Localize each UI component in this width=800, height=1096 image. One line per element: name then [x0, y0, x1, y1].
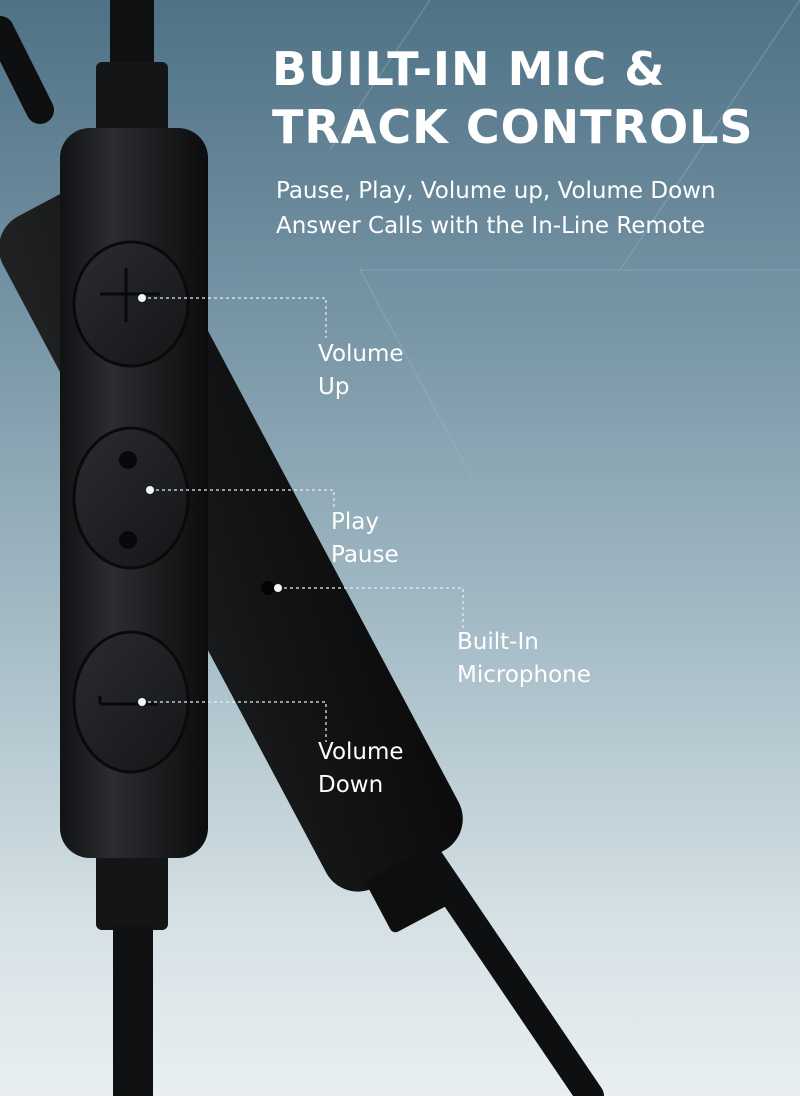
subtitle-line-2: Answer Calls with the In-Line Remote	[276, 213, 706, 239]
plus-icon	[100, 268, 160, 322]
callout-volume-up-line-1: Volume	[318, 341, 404, 367]
callout-lines	[142, 297, 464, 742]
minus-icon	[98, 696, 158, 706]
dot-icon	[119, 531, 137, 549]
headline-line-1: BUILT-IN MIC &	[272, 42, 666, 96]
front-collar-top	[96, 62, 168, 137]
callout-microphone-line-1: Built-In	[457, 629, 539, 655]
front-collar-bottom	[96, 850, 168, 930]
callout-volume-up: Volume Up	[318, 338, 404, 404]
volume-down-button	[72, 630, 190, 774]
headline: BUILT-IN MIC & TRACK CONTROLS	[272, 40, 754, 156]
dot-icon	[119, 451, 137, 469]
subtitle-line-1: Pause, Play, Volume up, Volume Down	[276, 178, 716, 204]
callout-play-pause-line-1: Play	[331, 509, 379, 535]
front-cable-bottom	[113, 925, 153, 1096]
callout-play-pause: Play Pause	[331, 506, 399, 572]
play-pause-button	[72, 426, 190, 570]
callout-dots	[138, 294, 282, 706]
subtitle: Pause, Play, Volume up, Volume Down Answ…	[276, 174, 716, 244]
callout-volume-down: Volume Down	[318, 736, 404, 802]
callout-microphone-line-2: Microphone	[457, 662, 591, 688]
callout-microphone: Built-In Microphone	[457, 626, 591, 692]
back-cable-top	[0, 16, 54, 124]
volume-up-button	[72, 240, 190, 368]
microphone-hole-icon	[261, 581, 275, 595]
callout-volume-up-line-2: Up	[318, 374, 350, 400]
headline-line-2: TRACK CONTROLS	[272, 100, 754, 154]
back-cable-bottom	[416, 846, 604, 1096]
callout-play-pause-line-2: Pause	[331, 542, 399, 568]
callout-volume-down-line-2: Down	[318, 772, 384, 798]
callout-volume-down-line-1: Volume	[318, 739, 404, 765]
background-lines	[329, 0, 800, 531]
